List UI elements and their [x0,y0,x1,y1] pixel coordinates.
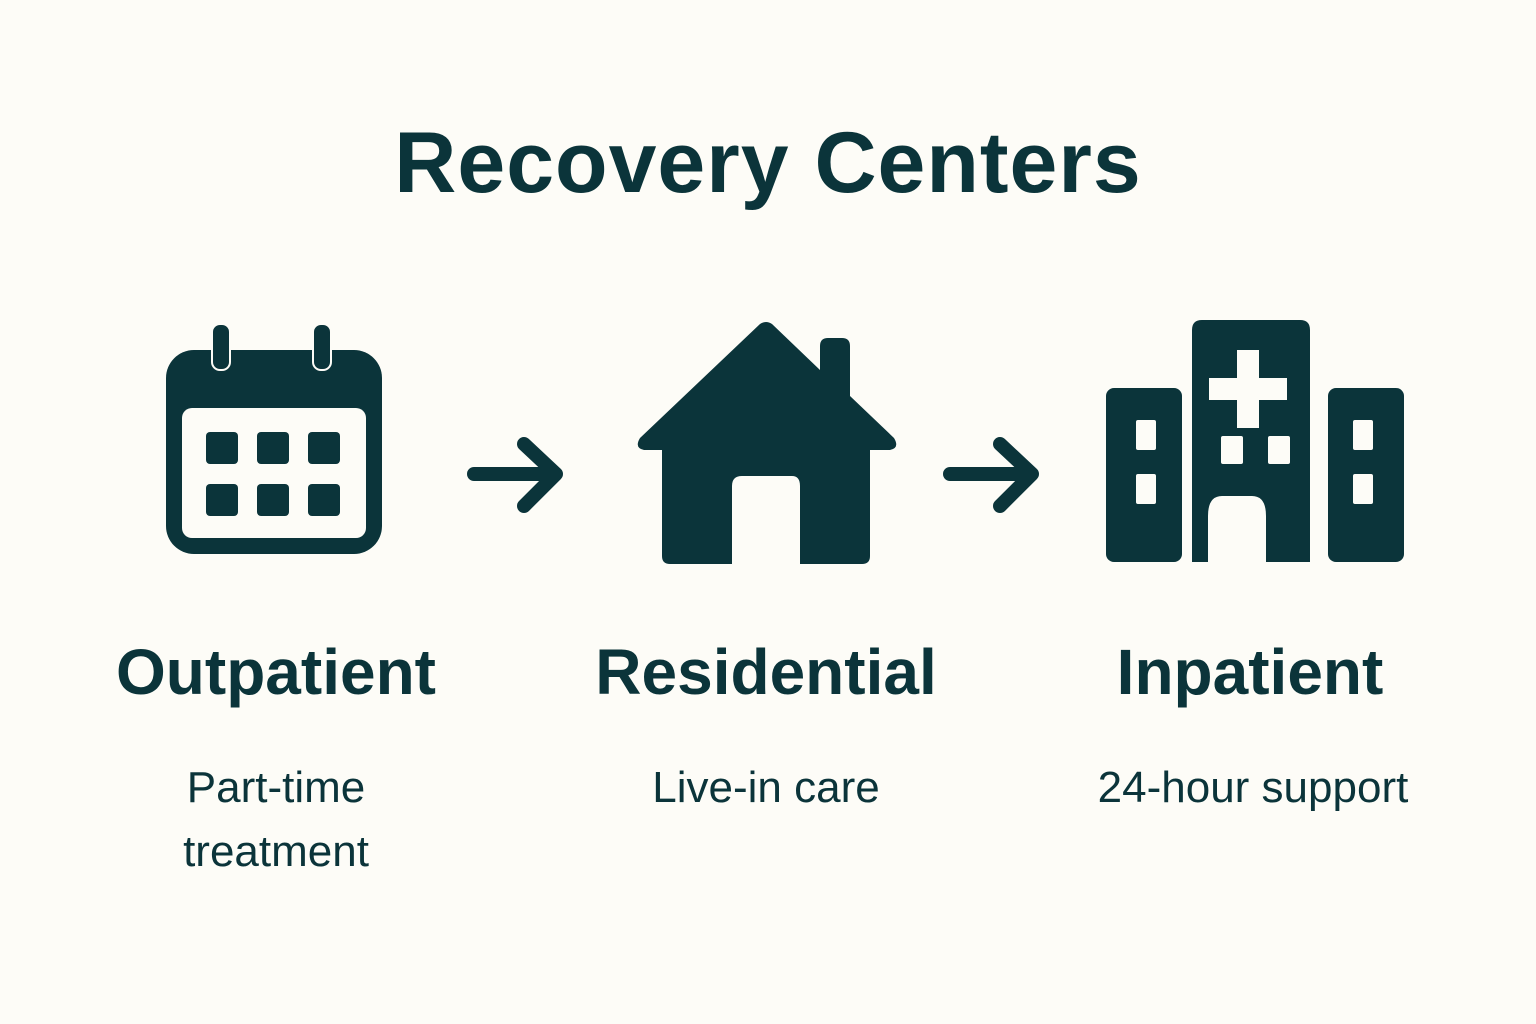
hospital-icon [1106,320,1404,564]
page-title: Recovery Centers [394,115,1142,211]
step-desc-outpatient: Part-time treatment [26,756,526,884]
step-desc-inpatient: 24-hour support [1003,756,1503,820]
step-label-inpatient: Inpatient [1116,636,1384,708]
calendar-icon [164,324,384,556]
arrow-right-icon [464,436,568,516]
house-icon [634,320,900,566]
desc-line: Live-in care [652,763,880,812]
desc-line: 24-hour support [1097,763,1409,812]
desc-line: treatment [183,827,369,876]
step-desc-residential: Live-in care [516,756,1016,820]
step-label-outpatient: Outpatient [116,636,436,708]
desc-line: Part-time [186,763,366,812]
arrow-right-icon [940,436,1044,516]
step-label-residential: Residential [595,636,937,708]
